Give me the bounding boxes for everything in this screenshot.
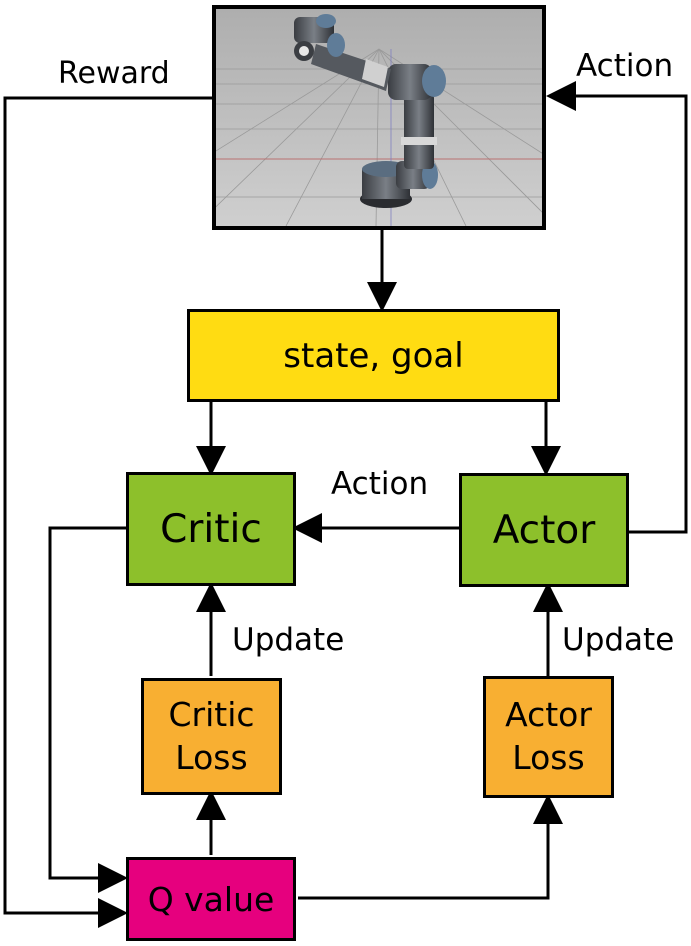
actor-box: Actor: [459, 473, 629, 587]
critic-loss-box: Critic Loss: [141, 678, 282, 795]
reward-label: Reward: [58, 56, 170, 91]
actor-loss-box: Actor Loss: [483, 676, 614, 798]
action-middle-label: Action: [331, 466, 429, 502]
q-value-label: Q value: [147, 879, 275, 919]
arrow-actor-to-env: [546, 81, 688, 534]
actor-label: Actor: [492, 507, 596, 553]
critic-loss-label: Critic Loss: [168, 694, 255, 777]
state-goal-box: state, goal: [187, 309, 560, 402]
critic-label: Critic: [160, 506, 262, 552]
environment-robot-image: [212, 5, 546, 230]
arrow-reward-to-q: [3, 96, 212, 928]
state-goal-label: state, goal: [283, 335, 464, 376]
arrow-critic-to-q: [48, 526, 128, 893]
robot-arm-icon: [216, 9, 542, 226]
q-value-box: Q value: [126, 857, 296, 941]
action-top-label: Action: [576, 48, 674, 84]
actor-loss-label: Actor Loss: [505, 695, 592, 777]
critic-box: Critic: [126, 472, 296, 586]
update-critic-label: Update: [232, 622, 345, 658]
update-actor-label: Update: [562, 622, 675, 658]
arrow-q-to-actor-loss: [298, 794, 563, 900]
